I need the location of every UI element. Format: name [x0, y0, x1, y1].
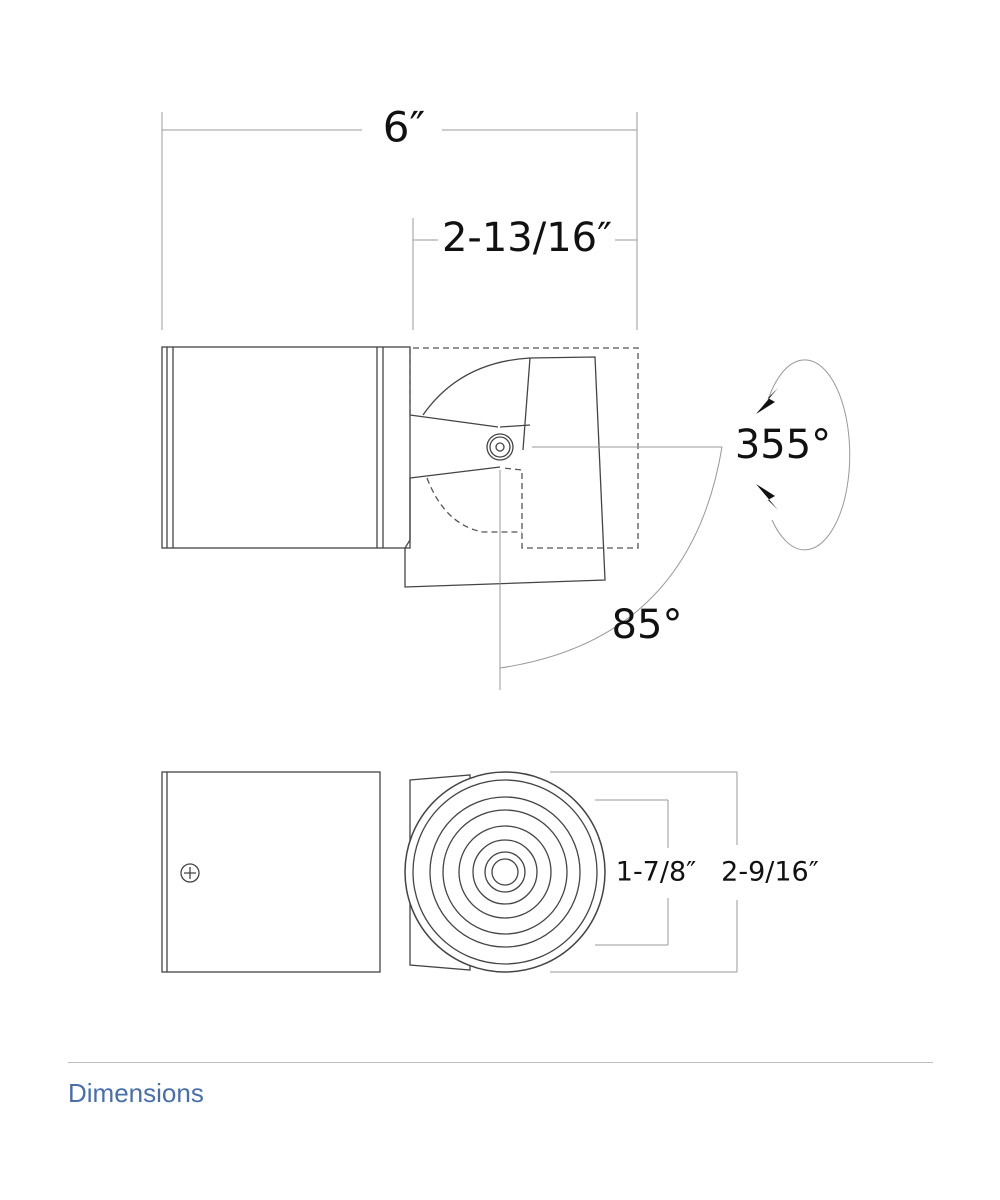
arrowhead-bottom-icon [756, 484, 778, 510]
front-view [161, 771, 606, 973]
outer-diameter-label: 2-9/16″ [721, 857, 819, 888]
rotation-label: 355° [735, 422, 831, 468]
arrowhead-top-icon [756, 388, 778, 414]
side-view [161, 346, 723, 690]
diameter-dimensions: 1-7/8″ 2-9/16″ [550, 771, 819, 973]
overall-length-dimension: 6″ [161, 103, 638, 330]
overall-length-label: 6″ [383, 103, 425, 152]
rotation-arrow [756, 359, 851, 551]
screw-icon [180, 863, 200, 883]
tilt-label: 85° [612, 602, 683, 648]
caption: Dimensions [68, 1078, 204, 1108]
inner-diameter-label: 1-7/8″ [616, 857, 696, 888]
divider [68, 1062, 933, 1063]
head-length-label: 2-13/16″ [442, 215, 612, 261]
head-length-dimension: 2-13/16″ [412, 215, 637, 330]
